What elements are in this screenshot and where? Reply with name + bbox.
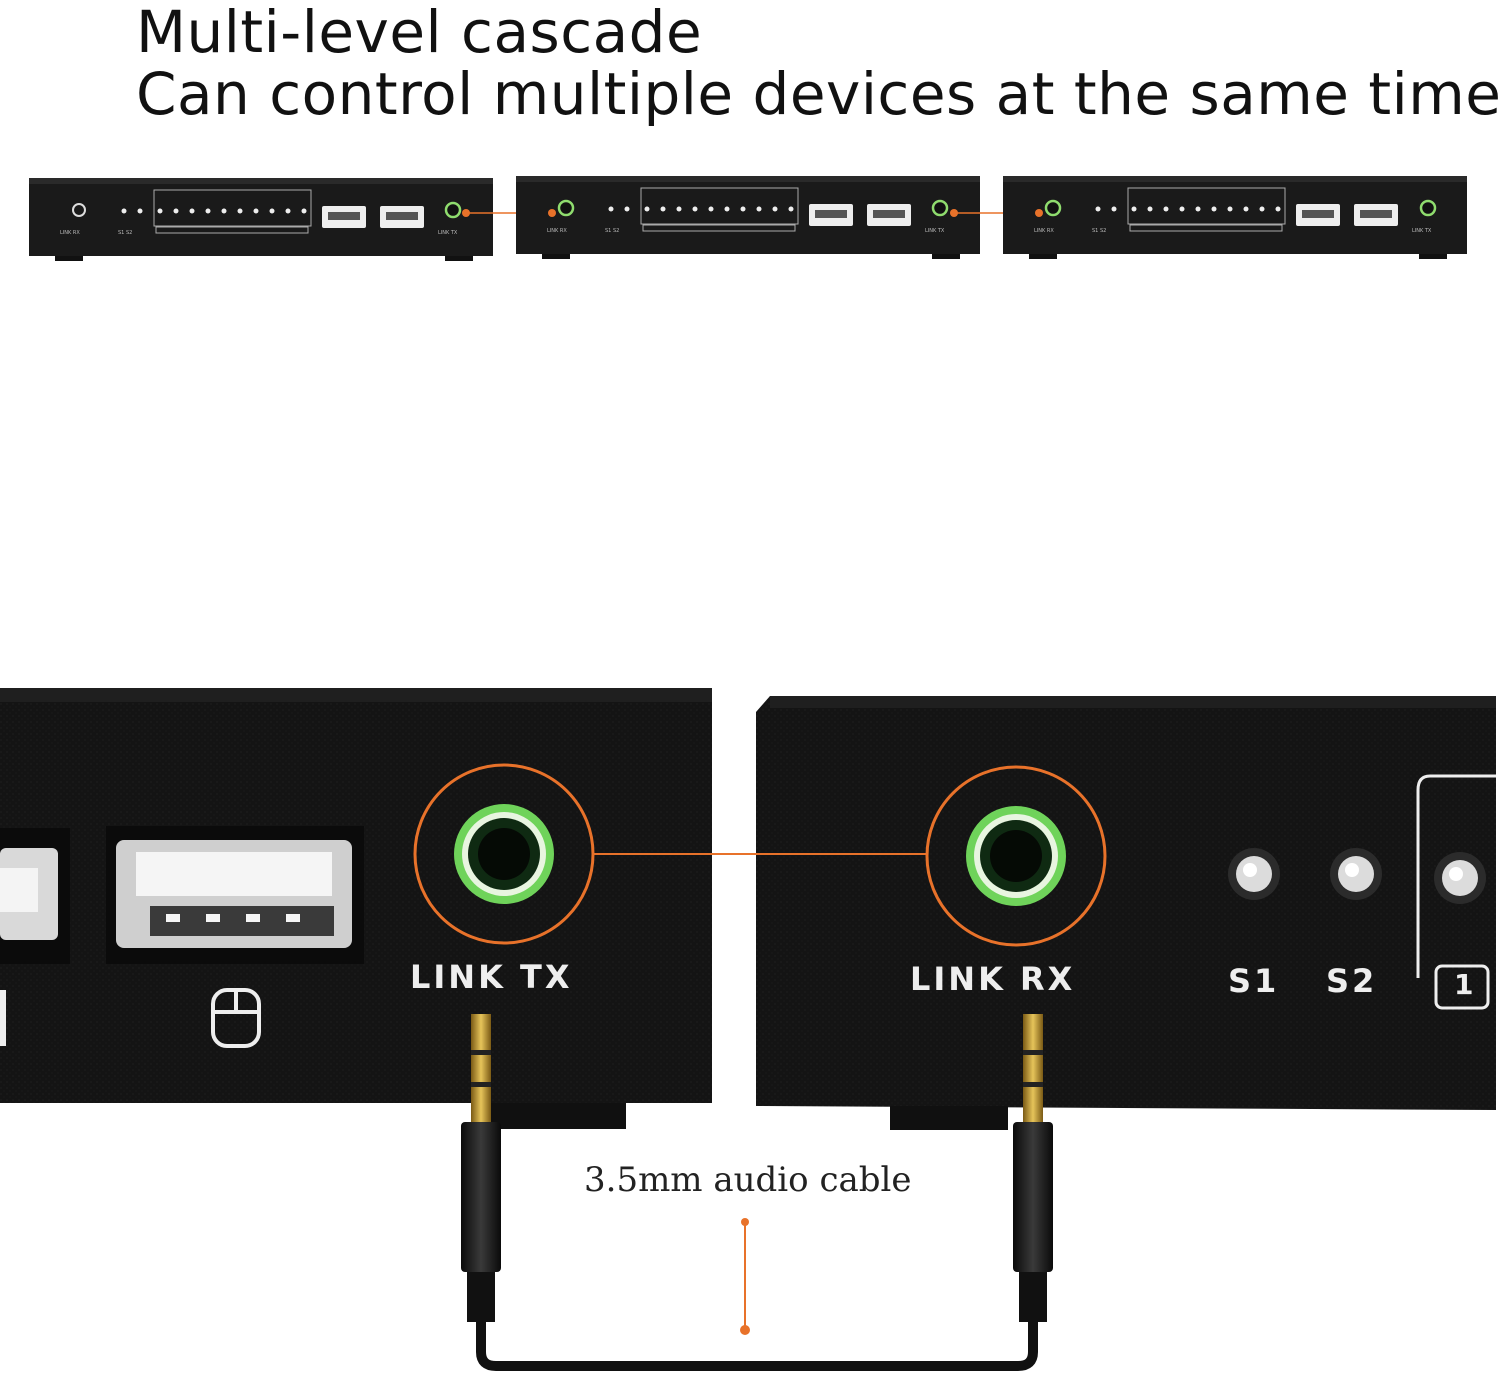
switch-label-s1: S1	[1228, 962, 1280, 1000]
mini-device-2	[516, 176, 980, 259]
headline-subtitle: Can control multiple devices at the same…	[136, 60, 1500, 128]
led-indicator-icon	[1228, 848, 1280, 900]
mini-device-1	[29, 178, 493, 261]
mini-tx-label: LINK TX	[438, 230, 458, 236]
channel-number: 1	[1454, 968, 1474, 1001]
audio-jack-icon	[925, 765, 1107, 947]
led-indicator-icon	[1434, 852, 1486, 904]
mini-device-3	[1003, 176, 1467, 259]
mouse-icon	[211, 988, 261, 1048]
mini-switch-label: S1 S2	[118, 230, 133, 236]
mini-switch-label: S1 S2	[1092, 228, 1107, 234]
mini-rx-label: LINK RX	[547, 228, 567, 234]
usb-port-icon	[106, 826, 364, 964]
mini-rx-label: LINK RX	[1034, 228, 1054, 234]
closeup-right-device	[756, 696, 1496, 1130]
audio-cable	[461, 1014, 1053, 1371]
closeup-left-device	[0, 688, 712, 1129]
link-rx-label: LINK RX	[910, 960, 1076, 998]
led-indicator-icon	[1330, 848, 1382, 900]
link-tx-label: LINK TX	[410, 958, 573, 996]
switch-label-s2: S2	[1326, 962, 1378, 1000]
mini-tx-label: LINK TX	[1412, 228, 1432, 234]
mini-tx-label: LINK TX	[925, 228, 945, 234]
headline-title: Multi-level cascade	[136, 0, 703, 66]
cable-label: 3.5mm audio cable	[584, 1160, 912, 1200]
mini-rx-label: LINK RX	[60, 230, 80, 236]
mini-switch-label: S1 S2	[605, 228, 620, 234]
